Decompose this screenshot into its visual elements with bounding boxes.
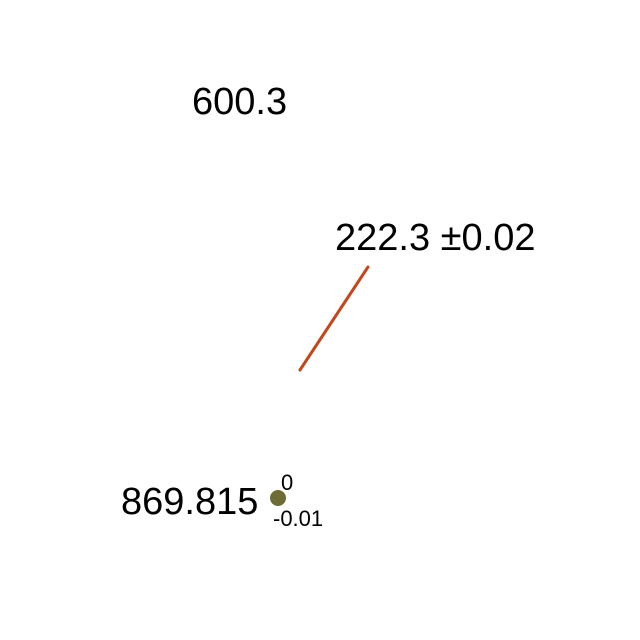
point-marker <box>270 490 286 506</box>
tolerance-upper: 0 <box>281 470 294 495</box>
dimension-value-top: 600.3 <box>192 81 288 123</box>
dimension-value-bottom: 869.815 <box>121 481 259 523</box>
tolerance-lower: -0.01 <box>273 506 324 531</box>
dimension-line <box>298 265 370 372</box>
dimension-value-with-tolerance: 222.3 ±0.02 <box>335 217 536 259</box>
